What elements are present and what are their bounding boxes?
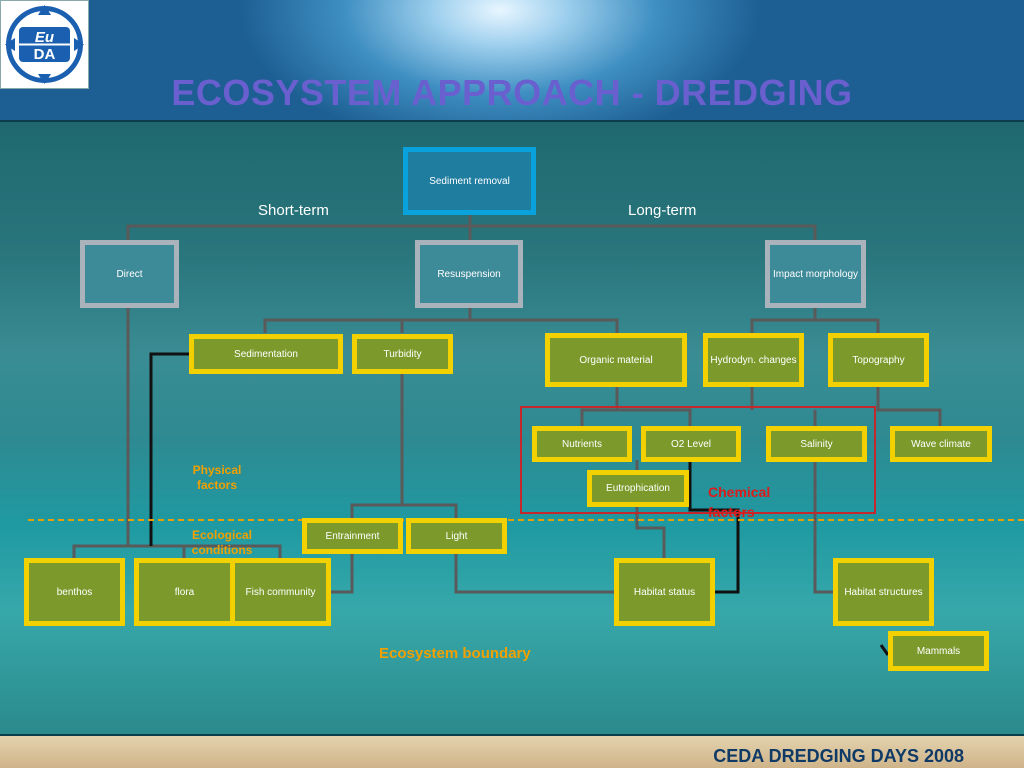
node-hydrodyn-changes: Hydrodyn. changes	[703, 333, 804, 387]
node-nutrients: Nutrients	[532, 426, 632, 462]
header-sky	[0, 0, 1024, 120]
euda-logo: Eu DA	[0, 0, 89, 89]
node-habitat-structures: Habitat structures	[833, 558, 934, 626]
label-physical-factors: Physical factors	[192, 463, 242, 492]
node-topography: Topography	[828, 333, 929, 387]
node-o2-level: O2 Level	[641, 426, 741, 462]
svg-text:DA: DA	[34, 46, 56, 63]
node-light: Light	[406, 518, 507, 554]
euda-logo-icon: Eu DA	[5, 5, 84, 84]
node-resuspension: Resuspension	[415, 240, 523, 308]
node-sedimentation: Sedimentation	[189, 334, 343, 374]
footer-sand: CEDA DREDGING DAYS 2008	[0, 736, 1024, 768]
page-title: ECOSYSTEM APPROACH - DREDGING	[171, 72, 853, 113]
node-organic-material: Organic material	[545, 333, 687, 387]
node-eutrophication: Eutrophication	[587, 470, 689, 507]
node-benthos: benthos	[24, 558, 125, 626]
node-impact-morphology: Impact morphology	[765, 240, 866, 308]
label-ecological-conditions: Ecological conditions	[191, 528, 253, 557]
ecosystem-boundary-line	[28, 519, 1024, 521]
label-short-term: Short-term	[258, 202, 329, 219]
node-entrainment: Entrainment	[302, 518, 403, 554]
svg-text:Eu: Eu	[35, 29, 54, 46]
footer-text: CEDA DREDGING DAYS 2008	[713, 746, 964, 766]
node-salinity: Salinity	[766, 426, 867, 462]
node-wave-climate: Wave climate	[890, 426, 992, 462]
node-mammals: Mammals	[888, 631, 989, 671]
node-turbidity: Turbidity	[352, 334, 453, 374]
node-fish-community: Fish community	[230, 558, 331, 626]
label-ecosystem-boundary: Ecosystem boundary	[379, 645, 531, 662]
node-habitat-status: Habitat status	[614, 558, 715, 626]
chemical-factors-frame	[520, 406, 876, 514]
node-sediment-removal: Sediment removal	[403, 147, 536, 215]
node-direct: Direct	[80, 240, 179, 308]
node-flora: flora	[134, 558, 235, 626]
label-chemical-factors: Chemical factors	[708, 484, 771, 520]
label-long-term: Long-term	[628, 202, 697, 219]
